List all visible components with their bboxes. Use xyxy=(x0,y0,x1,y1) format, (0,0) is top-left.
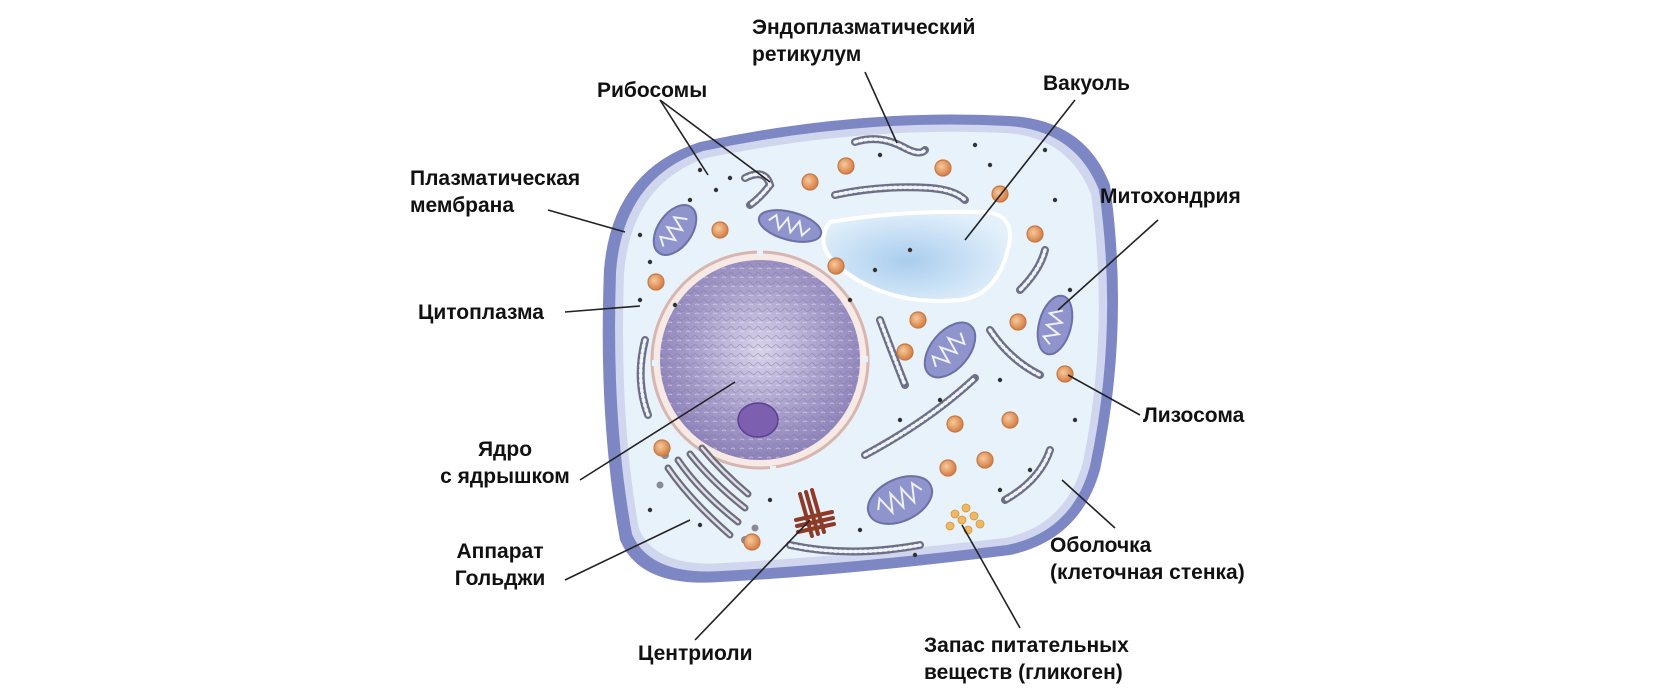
endoplasmic-reticulum xyxy=(636,135,1054,556)
cell-wall-label: Оболочка(клеточная стенка) xyxy=(1050,534,1245,584)
mitochondria xyxy=(652,204,1074,525)
mitochondrion xyxy=(866,475,934,525)
centrioles xyxy=(794,488,836,538)
ribosomes xyxy=(637,142,1078,558)
ribosomes-label: Рибосомы xyxy=(597,79,708,102)
nucleolus xyxy=(737,402,779,438)
vacuole xyxy=(821,209,1013,303)
leader-lines xyxy=(547,71,1159,641)
glycogen-granules xyxy=(945,503,985,535)
golgi-apparatus xyxy=(656,444,759,544)
mitochondrion xyxy=(757,209,823,243)
lysosomes xyxy=(647,157,1074,551)
mitochondrion-label: Митохондрия xyxy=(1100,185,1241,208)
mitochondrion xyxy=(652,204,698,256)
lysosome-label: Лизосома xyxy=(1143,404,1245,427)
centrioles-label: Центриоли xyxy=(638,642,753,665)
mitochondrion xyxy=(923,321,977,379)
vacuole-label: Вакуоль xyxy=(1043,72,1131,95)
mitochondrion xyxy=(1036,294,1074,356)
nucleus xyxy=(650,250,870,472)
cytoplasm-label: Цитоплазма xyxy=(418,301,544,324)
